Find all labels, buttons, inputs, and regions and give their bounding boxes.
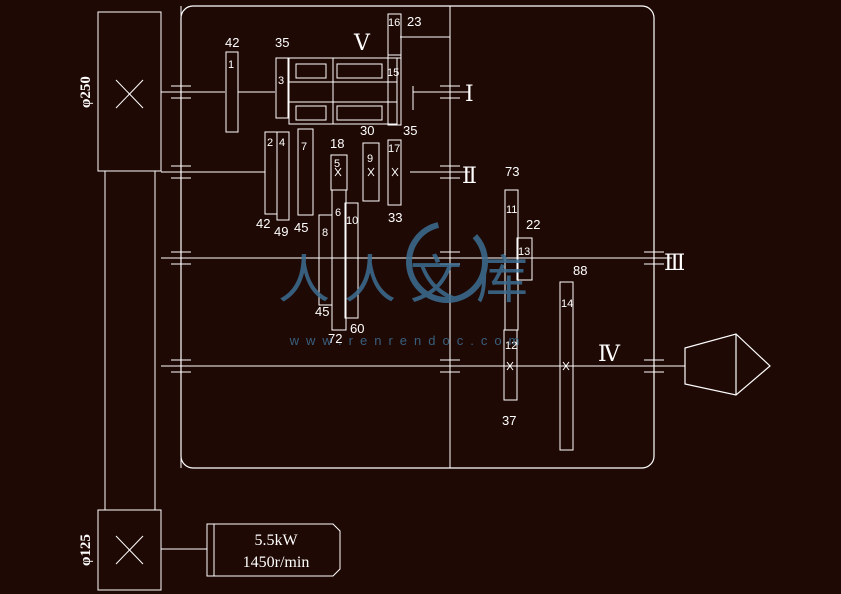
gear-10: [344, 202, 359, 319]
gear-id: 8: [322, 227, 328, 239]
teeth-count: 37: [502, 413, 516, 428]
teeth-count: 88: [573, 263, 587, 278]
gear-id: 15: [387, 67, 399, 79]
bevel-gear-icon: [684, 333, 771, 396]
motor: 5.5kW 1450r/min: [161, 523, 341, 577]
teeth-count: 60: [350, 321, 364, 336]
teeth-count: 30: [360, 123, 374, 138]
gear-id: 11: [506, 204, 517, 216]
teeth-count: 42: [225, 35, 239, 50]
shaft-label-1: Ⅰ: [465, 81, 474, 106]
gear-15: [387, 54, 402, 126]
gear-id: 3: [278, 75, 284, 87]
teeth-count: 42: [256, 216, 270, 231]
gear-id: 16: [388, 17, 400, 29]
teeth-count: 45: [294, 220, 308, 235]
shaft-labels: Ⅰ Ⅱ Ⅲ Ⅳ Ⅴ: [353, 30, 685, 366]
gears: [225, 13, 574, 451]
gear-3: [275, 57, 289, 119]
shaft-2: [161, 165, 470, 179]
teeth-count: 72: [328, 331, 342, 346]
belt-drive: φ250 φ125: [78, 11, 162, 591]
pulley-small-diameter: φ125: [78, 534, 94, 566]
teeth-count: 49: [274, 224, 288, 239]
gear-9: [362, 142, 380, 202]
gear-ids: 1 2 3 4 5 6 7 8 9 10 11 12 13 14 15 16 1…: [228, 17, 573, 352]
teeth-count: 22: [526, 217, 540, 232]
gear-12: [503, 329, 518, 401]
gear-1: [225, 51, 239, 133]
gear-16: [387, 13, 402, 59]
teeth-count: 73: [505, 164, 519, 179]
gear-id: 13: [518, 246, 530, 258]
shaft-label-5: Ⅴ: [353, 30, 371, 55]
gear-id: 10: [346, 215, 358, 227]
gear-13: [516, 237, 533, 281]
teeth-count: 18: [330, 136, 344, 151]
gear-8: [318, 214, 333, 306]
pulley-large-diameter: φ250: [78, 76, 94, 108]
gear-id: 1: [228, 59, 234, 71]
shaft-4: [161, 359, 685, 373]
shaft-1: [161, 85, 470, 99]
gear-id: 7: [301, 141, 307, 153]
gear-17: [387, 139, 402, 206]
gear-7: [297, 128, 314, 216]
teeth-count: 35: [403, 123, 417, 138]
watermark: 人人文库 www.renrendoc.com: [278, 221, 542, 348]
watermark-brand: 人人文库: [278, 251, 542, 311]
gear-id: 2: [267, 137, 273, 149]
watermark-logo-icon: [406, 221, 488, 303]
teeth-count: 45: [315, 304, 329, 319]
motor-power: 5.5kW: [254, 532, 298, 549]
gear-id: 12: [505, 340, 517, 352]
gear-4: [276, 131, 290, 221]
gear-id: 17: [388, 143, 400, 155]
shaft-label-4: Ⅳ: [598, 341, 621, 366]
teeth-counts: 42 35 23 30 35 18 42 49 45 33 73 22 88 4…: [225, 14, 587, 428]
gear-id: 9: [367, 153, 373, 165]
pulley-small: [97, 509, 162, 591]
watermark-url: www.renrendoc.com: [289, 333, 527, 348]
motor-speed: 1450r/min: [243, 554, 310, 571]
pulley-large: [97, 11, 162, 172]
x-mark-icon: [334, 167, 570, 371]
teeth-count: 35: [275, 35, 289, 50]
gear-id: 4: [279, 137, 285, 149]
shaft-label-3: Ⅲ: [664, 250, 685, 275]
shaft-1-cluster: [288, 57, 414, 125]
gear-id: 14: [561, 298, 573, 310]
shaft-label-2: Ⅱ: [462, 163, 477, 188]
gear-id: 5: [334, 158, 340, 170]
teeth-count: 33: [388, 210, 402, 225]
gear-id: 6: [335, 207, 341, 219]
gear-14: [559, 281, 574, 451]
teeth-count: 23: [407, 14, 421, 29]
